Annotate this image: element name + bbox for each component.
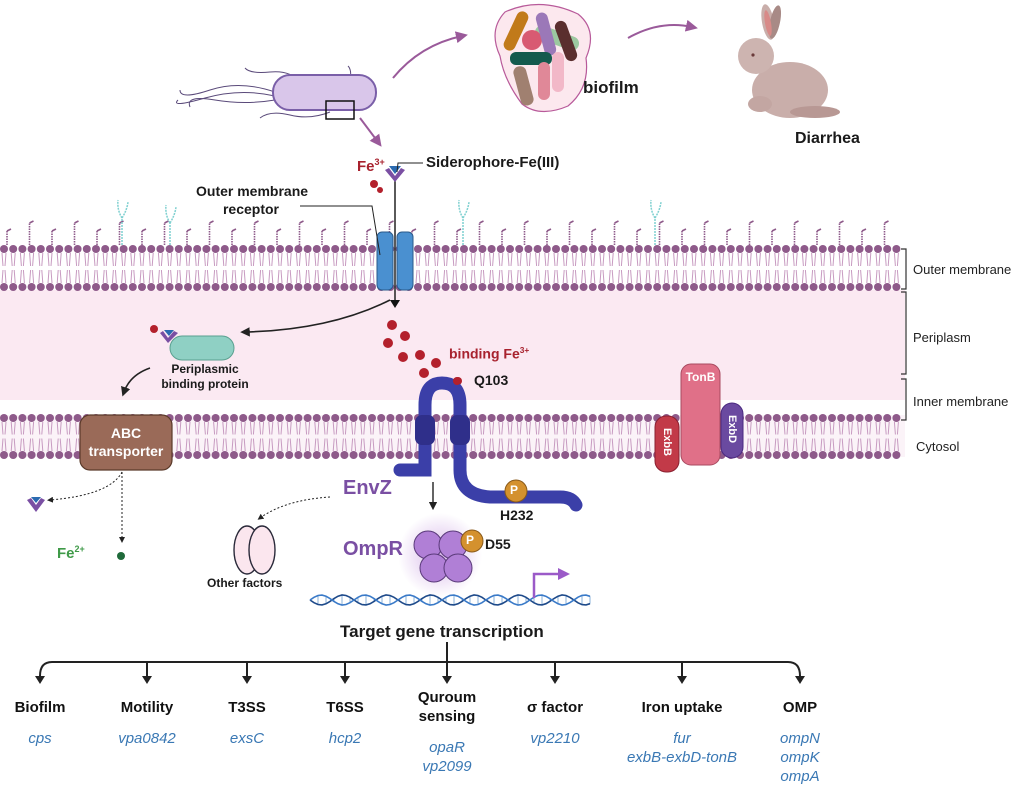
envz-icon bbox=[393, 376, 583, 512]
gene-name: ompK bbox=[780, 749, 820, 766]
gene-name: exsC bbox=[229, 730, 265, 747]
gene-name: ompN bbox=[779, 730, 820, 747]
arrow-to-biofilm bbox=[392, 31, 468, 79]
gene-name: hcp2 bbox=[328, 730, 362, 747]
branch-arrowhead bbox=[242, 676, 252, 684]
gene-list: opaR vp2099 bbox=[377, 738, 517, 776]
target-category-label: OMP bbox=[782, 699, 818, 716]
arrow-to-host bbox=[627, 19, 698, 39]
branch-arrowhead bbox=[550, 676, 560, 684]
tonb-label: TonB bbox=[685, 370, 716, 384]
target-category-label: T6SS bbox=[326, 699, 364, 716]
arrow-to-membrane bbox=[359, 117, 382, 147]
target-category: T3SS exsC bbox=[177, 698, 317, 748]
ompr-phospho-label: P bbox=[466, 533, 475, 547]
periplasmic-binding-protein-icon bbox=[150, 325, 235, 361]
gene-list: ompN ompK ompA bbox=[730, 729, 870, 786]
abc-to-siderophore-arrow bbox=[47, 471, 123, 503]
target-category: T6SS hcp2 bbox=[275, 698, 415, 748]
gene-list: fur exbB-exbD-tonB bbox=[612, 729, 752, 767]
target-category: OMP ompN ompK ompA bbox=[730, 698, 870, 786]
ompr-icon bbox=[413, 530, 473, 583]
rabbit-icon bbox=[738, 4, 840, 118]
branch-arrowhead bbox=[142, 676, 152, 684]
compartment-inner-membrane: Inner membrane bbox=[913, 394, 1009, 409]
residue-h232: H232 bbox=[500, 507, 534, 523]
branch-arrowhead bbox=[442, 676, 452, 684]
transcription-label: Target gene transcription bbox=[340, 622, 544, 641]
gene-name: vpa0842 bbox=[118, 730, 176, 747]
siderophore-label: Siderophore-Fe(III) bbox=[426, 154, 560, 171]
compartment-periplasm: Periplasm bbox=[913, 330, 971, 345]
exbb-label: ExbB bbox=[661, 427, 673, 457]
fe3-label: Fe3+ bbox=[357, 157, 385, 175]
compartment-brackets bbox=[901, 248, 907, 421]
gene-name: exbB-exbD-tonB bbox=[626, 749, 738, 766]
compartment-outer-membrane: Outer membrane bbox=[913, 262, 1012, 277]
ompr-phospho-icon bbox=[460, 529, 484, 553]
fe2-ion bbox=[117, 552, 125, 560]
gene-name: ompA bbox=[780, 768, 820, 785]
host-outcome-label: Diarrhea bbox=[795, 130, 860, 147]
released-siderophore-icon bbox=[27, 497, 45, 512]
transcription-start-arrow bbox=[532, 572, 560, 598]
envz-phospho-label: P bbox=[510, 483, 519, 497]
other-factors-label: Other factors bbox=[207, 576, 283, 590]
arrow-to-pbp bbox=[240, 299, 391, 337]
gene-list: cps bbox=[0, 729, 110, 748]
other-factors-icon bbox=[233, 525, 276, 575]
gene-name: vp2210 bbox=[530, 730, 580, 747]
siderophore-callout-line bbox=[396, 162, 423, 173]
gene-name: fur bbox=[673, 730, 691, 747]
biofilm-icon bbox=[494, 3, 592, 113]
gene-name: vp2099 bbox=[422, 758, 472, 775]
gene-name: cps bbox=[28, 730, 52, 747]
envz-label: EnvZ bbox=[343, 477, 392, 499]
target-category: Motility vpa0842 bbox=[77, 698, 217, 748]
residue-d55: D55 bbox=[485, 536, 511, 552]
dna-icon bbox=[309, 594, 591, 606]
gene-list: hcp2 bbox=[275, 729, 415, 748]
transcription-arrowhead bbox=[558, 568, 570, 580]
branch-arrowhead bbox=[677, 676, 687, 684]
target-category: Biofilm cps bbox=[0, 698, 110, 748]
target-category-label: σ factor bbox=[526, 699, 584, 716]
branch-arrowhead bbox=[795, 676, 805, 684]
binding-fe3-label: binding Fe3+ bbox=[449, 345, 530, 362]
fe3-bound bbox=[453, 377, 461, 385]
target-category: Iron uptake fur exbB-exbD-tonB bbox=[612, 698, 752, 767]
envz-to-other-arrow bbox=[257, 496, 331, 520]
arrow-to-abc bbox=[121, 367, 151, 397]
branch-arrowhead bbox=[340, 676, 350, 684]
target-category-label: Iron uptake bbox=[641, 699, 723, 716]
receptor-callout-line bbox=[300, 205, 381, 256]
gene-name: opaR bbox=[429, 739, 465, 756]
outer-membrane bbox=[0, 199, 901, 291]
target-category-label: T3SS bbox=[228, 699, 266, 716]
abc-transporter-icon bbox=[79, 414, 173, 471]
target-category: σ factor vp2210 bbox=[485, 698, 625, 748]
branch-arrowhead bbox=[35, 676, 45, 684]
tonb-complex-icon bbox=[654, 363, 744, 473]
target-category-label: Motility bbox=[120, 699, 174, 716]
bacterium-icon bbox=[176, 65, 377, 120]
residue-q103: Q103 bbox=[474, 372, 509, 388]
outer-membrane-receptor-icon bbox=[370, 166, 414, 308]
exbd-label: ExbD bbox=[726, 414, 738, 444]
biofilm-label: biofilm bbox=[583, 78, 639, 97]
target-branch-tree bbox=[35, 642, 805, 684]
compartment-cytosol: Cytosol bbox=[916, 439, 960, 454]
fe2-label: Fe2+ bbox=[57, 544, 85, 562]
gene-list: vpa0842 bbox=[77, 729, 217, 748]
gene-list: vp2210 bbox=[485, 729, 625, 748]
ompr-label: OmpR bbox=[343, 538, 403, 560]
gene-list: exsC bbox=[177, 729, 317, 748]
target-category-label: Biofilm bbox=[14, 699, 66, 716]
